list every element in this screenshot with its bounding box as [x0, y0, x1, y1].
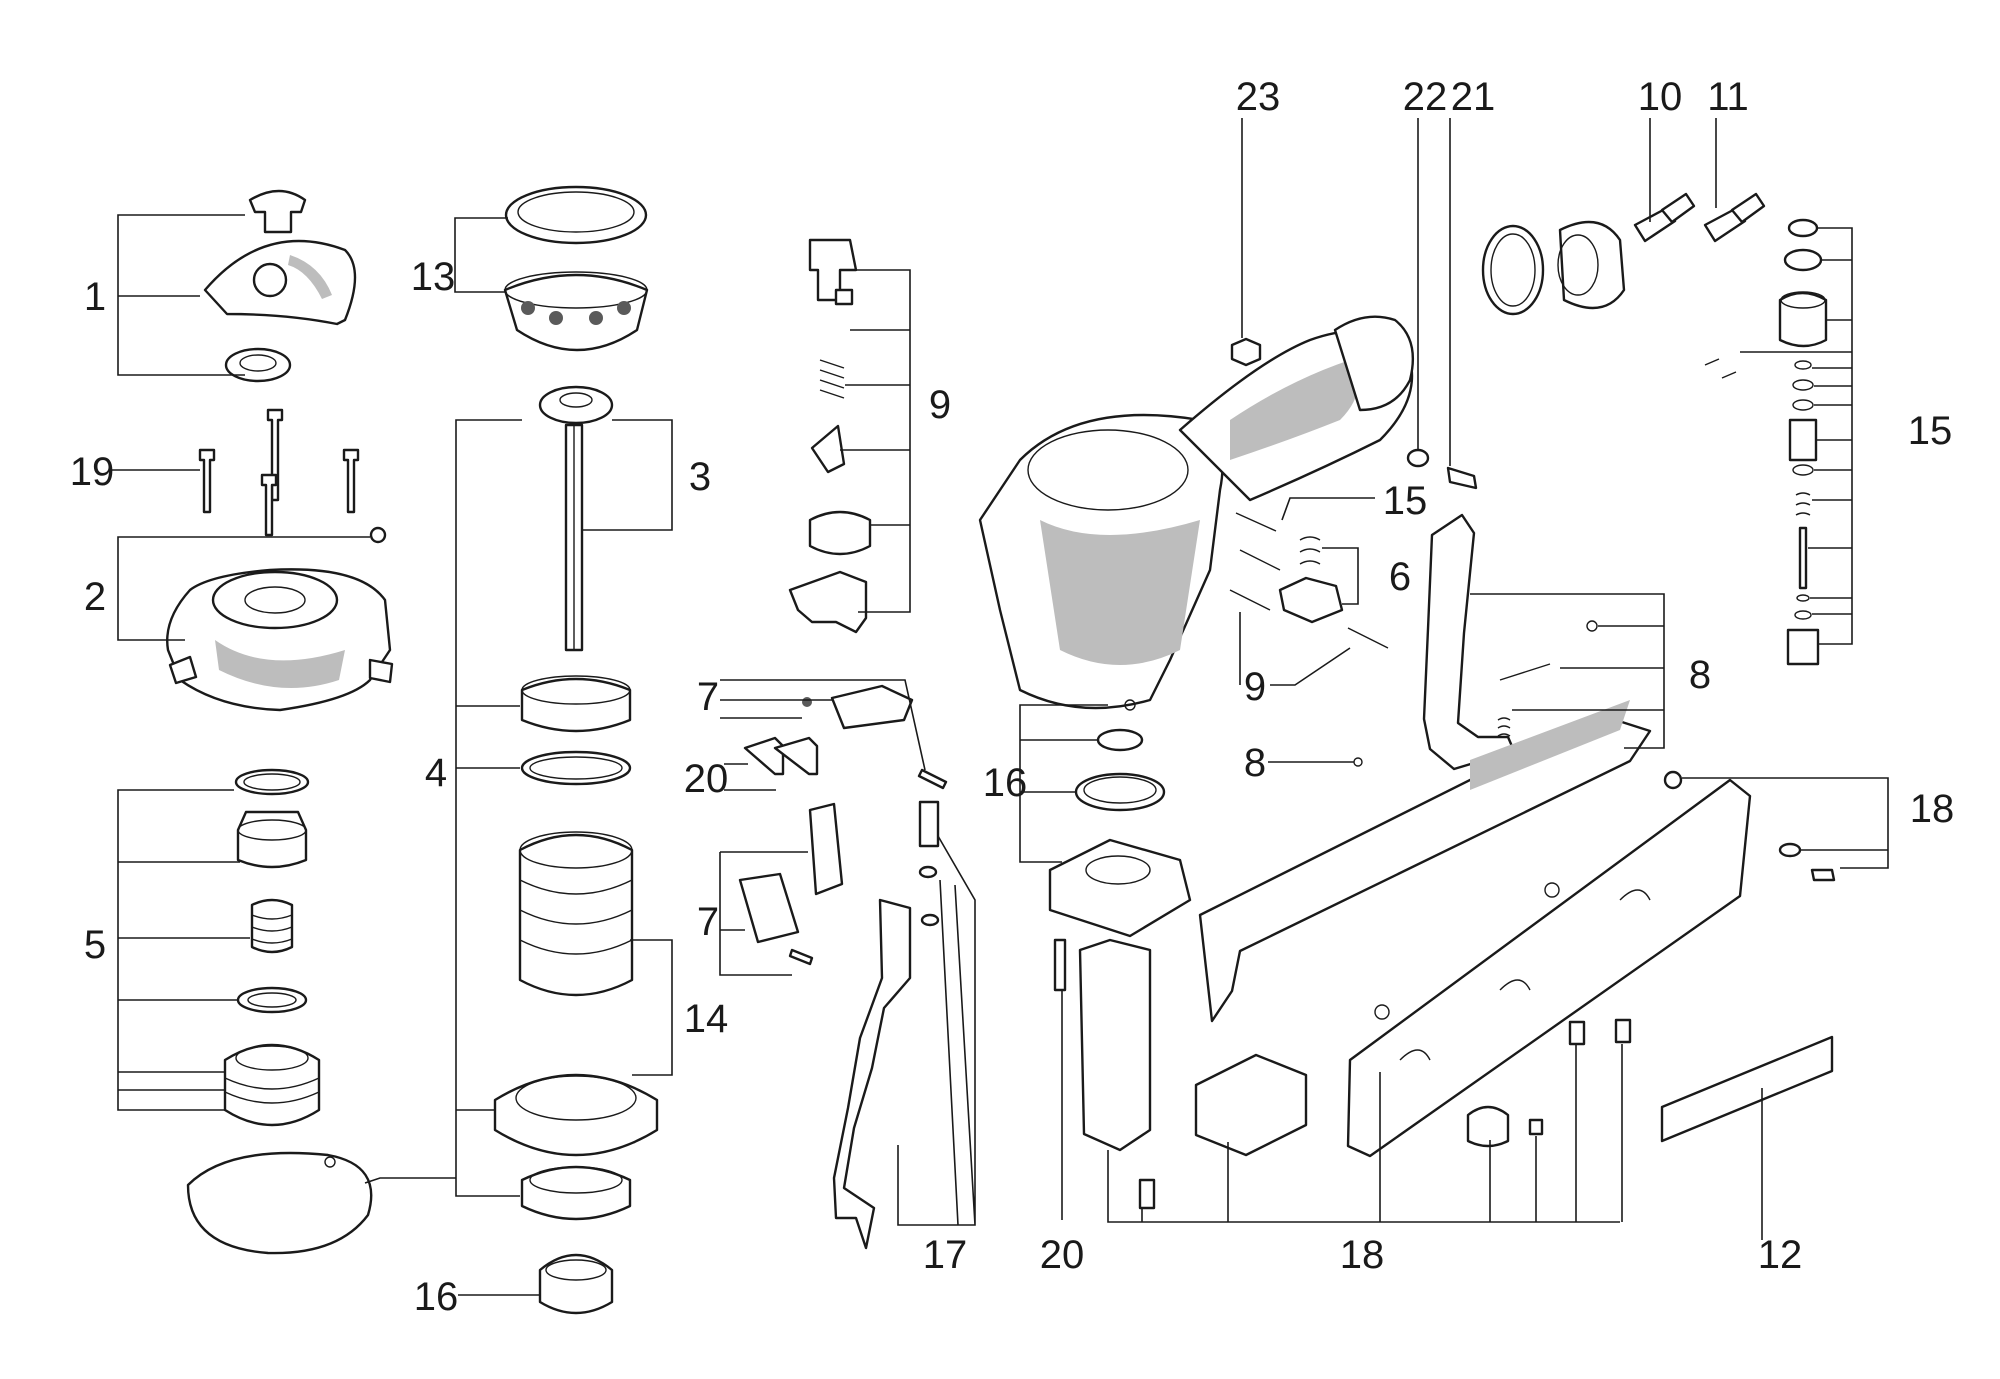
- part-group-19-screws: [198, 408, 360, 537]
- callout-20-center: 20: [1040, 1233, 1085, 1277]
- part-group-9-trigger: [788, 238, 872, 634]
- part-group-23-nut: [1230, 337, 1262, 367]
- callout-7-upper: 7: [697, 675, 719, 719]
- part-group-22-21-washer-screw: [1406, 448, 1478, 490]
- callout-23: 23: [1236, 75, 1281, 119]
- leader-lines: [112, 118, 1889, 1296]
- callout-18-right: 18: [1910, 787, 1955, 831]
- part-group-10-11-fittings: [1481, 192, 1766, 316]
- callout-9-upper: 9: [929, 383, 951, 427]
- callout-21: 21: [1451, 75, 1496, 119]
- callout-6: 6: [1389, 555, 1411, 599]
- callout-3: 3: [689, 455, 711, 499]
- callout-11: 11: [1707, 75, 1749, 119]
- callout-10: 10: [1638, 75, 1683, 119]
- callout-20-left: 20: [684, 757, 729, 801]
- part-group-4-cylinder-parts: [493, 675, 659, 1221]
- callout-13: 13: [411, 255, 456, 299]
- callout-9-lower: 9: [1244, 665, 1266, 709]
- callout-22: 22: [1403, 75, 1448, 119]
- part-group-gasket-seal: [186, 1151, 373, 1255]
- part-group-13-upper-bumper: [503, 185, 649, 352]
- callout-18-bottom: 18: [1340, 1233, 1385, 1277]
- callout-2: 2: [84, 575, 106, 619]
- part-group-16-exhaust: [1048, 699, 1192, 938]
- callout-1: 1: [84, 275, 106, 319]
- callout-16-right: 16: [983, 761, 1028, 805]
- part-group-2-cylinder-cap: [166, 526, 394, 712]
- part-group-16-lower-bumper: [538, 1253, 614, 1315]
- callout-14: 14: [684, 997, 729, 1041]
- callout-8-right: 8: [1689, 653, 1711, 697]
- callout-19: 19: [70, 450, 115, 494]
- part-group-5-valve-stack: [223, 768, 321, 1127]
- part-group-main-housing: [978, 315, 1414, 710]
- part-group-7-trigger-valve: [738, 684, 948, 966]
- part-group-3-piston-driver: [538, 385, 614, 652]
- callout-17: 17: [923, 1233, 968, 1277]
- callout-15-right: 15: [1908, 409, 1953, 453]
- callout-12: 12: [1758, 1233, 1803, 1277]
- callout-15-mid: 15: [1383, 479, 1428, 523]
- part-group-12-label: [1660, 1035, 1834, 1143]
- callout-labels: 1 19 2 5 13 3 4 14 16 9 7 20 7 17 20 18 …: [70, 75, 1955, 1319]
- callout-16-left: 16: [414, 1275, 459, 1319]
- part-group-17-contact-arm: [832, 800, 940, 1250]
- callout-8-left: 8: [1244, 741, 1266, 785]
- callout-4: 4: [425, 751, 447, 795]
- callout-7-lower: 7: [697, 900, 719, 944]
- part-group-1-cap: [203, 189, 357, 383]
- part-group-15-valve-parts: [1704, 218, 1828, 666]
- callout-5: 5: [84, 923, 106, 967]
- part-group-6-15-9-pins-spring: [1229, 512, 1389, 649]
- part-group-18-magazine: [1053, 700, 1836, 1210]
